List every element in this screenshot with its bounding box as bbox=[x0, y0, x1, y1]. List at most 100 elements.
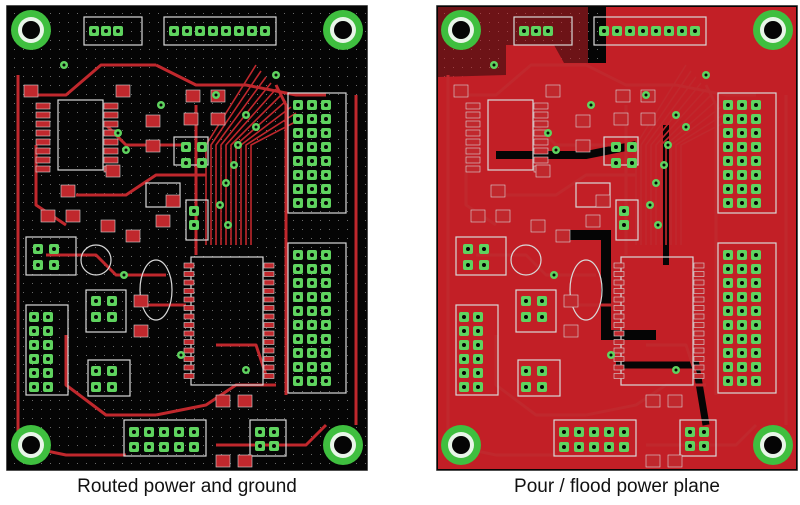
grid-dot bbox=[329, 346, 330, 347]
grid-dot bbox=[113, 400, 114, 401]
grid-dot bbox=[221, 328, 222, 329]
grid-dot bbox=[230, 76, 231, 77]
grid-dot bbox=[194, 67, 195, 68]
grid-dot bbox=[149, 76, 150, 77]
grid-dot bbox=[194, 103, 195, 104]
grid-dot bbox=[230, 13, 231, 14]
header-pin-drill bbox=[116, 29, 120, 33]
grid-dot bbox=[248, 22, 249, 23]
grid-dot bbox=[338, 49, 339, 50]
grid-dot bbox=[104, 22, 105, 23]
grid-dot bbox=[131, 67, 132, 68]
via-drill bbox=[552, 273, 556, 277]
grid-dot bbox=[131, 94, 132, 95]
grid-dot bbox=[347, 382, 348, 383]
grid-dot bbox=[203, 445, 204, 446]
grid-dot bbox=[212, 310, 213, 311]
grid-dot bbox=[113, 292, 114, 293]
smd-pad-icon bbox=[563, 294, 579, 308]
grid-dot bbox=[347, 373, 348, 374]
via-drill bbox=[274, 73, 278, 77]
grid-dot bbox=[275, 166, 276, 167]
grid-dot bbox=[131, 283, 132, 284]
grid-dot bbox=[257, 103, 258, 104]
grid-dot bbox=[131, 247, 132, 248]
grid-dot bbox=[239, 238, 240, 239]
grid-dot bbox=[203, 130, 204, 131]
grid-dot bbox=[95, 67, 96, 68]
grid-dot bbox=[212, 13, 213, 14]
grid-dot bbox=[95, 130, 96, 131]
grid-dot bbox=[77, 364, 78, 365]
grid-dot bbox=[59, 436, 60, 437]
grid-dot bbox=[347, 337, 348, 338]
grid-dot bbox=[347, 292, 348, 293]
grid-dot bbox=[122, 130, 123, 131]
grid-dot bbox=[329, 319, 330, 320]
grid-dot bbox=[239, 319, 240, 320]
grid-dot bbox=[50, 229, 51, 230]
smd-pad-icon bbox=[613, 279, 625, 286]
grid-dot bbox=[239, 13, 240, 14]
grid-dot bbox=[59, 310, 60, 311]
grid-dot bbox=[203, 139, 204, 140]
grid-dot bbox=[167, 247, 168, 248]
grid-dot bbox=[77, 337, 78, 338]
grid-dot bbox=[248, 364, 249, 365]
grid-dot bbox=[149, 373, 150, 374]
grid-dot bbox=[248, 301, 249, 302]
grid-dot bbox=[176, 454, 177, 455]
smd-pad-icon bbox=[183, 347, 195, 354]
grid-dot bbox=[149, 364, 150, 365]
grid-dot bbox=[14, 346, 15, 347]
grid-dot bbox=[338, 184, 339, 185]
grid-dot bbox=[131, 391, 132, 392]
grid-dot bbox=[320, 355, 321, 356]
grid-dot bbox=[293, 418, 294, 419]
via-drill bbox=[644, 93, 648, 97]
grid-dot bbox=[239, 94, 240, 95]
smd-pad-icon bbox=[693, 356, 705, 362]
grid-dot bbox=[59, 400, 60, 401]
grid-dot bbox=[68, 247, 69, 248]
grid-dot bbox=[365, 22, 366, 23]
grid-dot bbox=[32, 130, 33, 131]
grid-dot bbox=[302, 211, 303, 212]
grid-dot bbox=[95, 184, 96, 185]
pcb-panel-pour bbox=[436, 5, 798, 471]
grid-dot bbox=[158, 283, 159, 284]
grid-dot bbox=[167, 301, 168, 302]
header-pin-drill bbox=[92, 29, 96, 33]
grid-dot bbox=[212, 211, 213, 212]
grid-dot bbox=[221, 247, 222, 248]
grid-dot bbox=[14, 58, 15, 59]
grid-dot bbox=[122, 184, 123, 185]
grid-dot bbox=[257, 274, 258, 275]
grid-dot bbox=[41, 67, 42, 68]
grid-dot bbox=[131, 121, 132, 122]
grid-dot bbox=[239, 427, 240, 428]
grid-dot bbox=[104, 400, 105, 401]
grid-dot bbox=[95, 202, 96, 203]
smd-pad-icon bbox=[23, 84, 39, 98]
grid-dot bbox=[68, 121, 69, 122]
grid-dot bbox=[149, 301, 150, 302]
header-pin-drill bbox=[296, 201, 300, 205]
header-pin-drill bbox=[476, 385, 480, 389]
grid-dot bbox=[104, 94, 105, 95]
grid-dot bbox=[77, 400, 78, 401]
grid-dot bbox=[86, 274, 87, 275]
grid-dot bbox=[41, 283, 42, 284]
grid-dot bbox=[68, 265, 69, 266]
grid-dot bbox=[588, 13, 589, 14]
grid-dot bbox=[131, 400, 132, 401]
header-pin-drill bbox=[324, 379, 328, 383]
grid-dot bbox=[68, 22, 69, 23]
grid-dot bbox=[248, 130, 249, 131]
grid-dot bbox=[275, 184, 276, 185]
header-pin-drill bbox=[162, 445, 166, 449]
grid-dot bbox=[320, 58, 321, 59]
grid-dot bbox=[113, 256, 114, 257]
grid-dot bbox=[275, 121, 276, 122]
grid-dot bbox=[158, 49, 159, 50]
